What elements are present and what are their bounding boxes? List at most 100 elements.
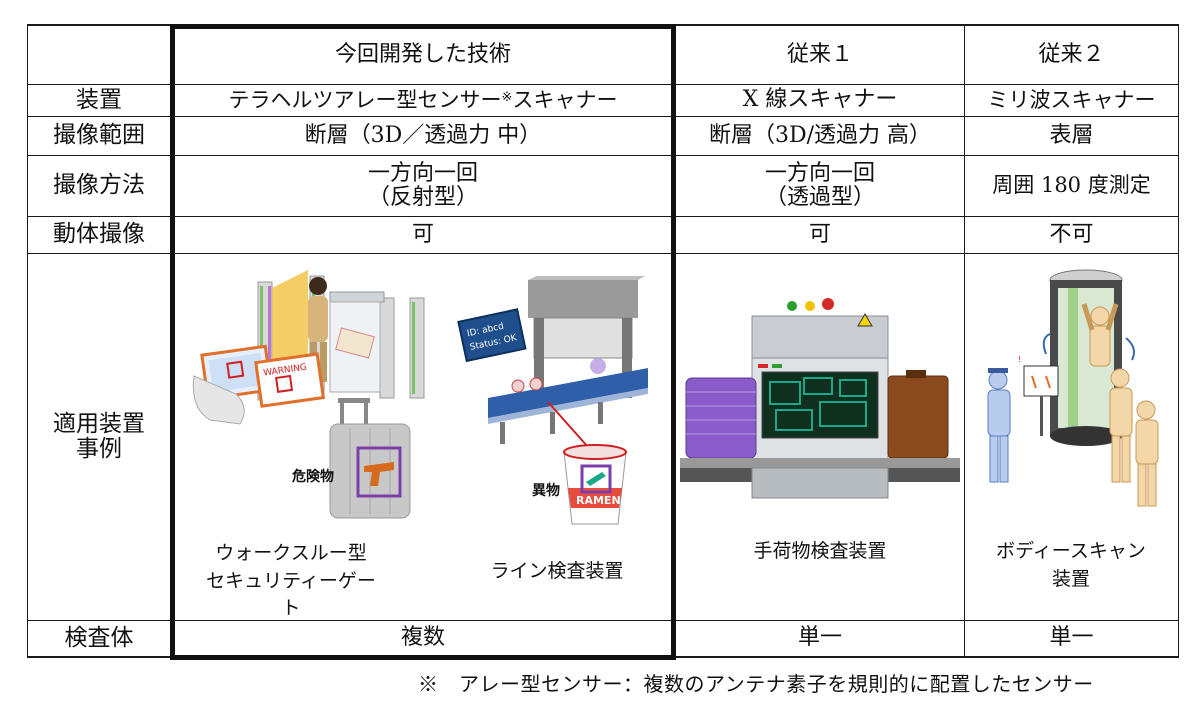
row-divider [27, 620, 1179, 621]
new-tech-highlight-frame [170, 24, 676, 660]
rotation-arrow [1125, 337, 1135, 361]
person-head [309, 277, 327, 295]
scan-image [335, 327, 375, 359]
gate-panel [379, 297, 395, 399]
rotation-arrow [1042, 333, 1051, 355]
cell-method-conv-1: 一方向一回 （透過型） [676, 156, 964, 216]
conveyor-belt [488, 368, 648, 418]
row-divider [27, 116, 1179, 117]
person-leg [320, 342, 327, 382]
body-scanner-illustration: ! [987, 269, 1159, 507]
line-inspection-illustration: ID: abcd Status: OK RAMEN [457, 276, 648, 525]
svg-text:!: ! [1018, 355, 1021, 364]
row-label-imaging-method: 撮像方法 [53, 172, 145, 199]
gate-sensor-strip [412, 302, 415, 394]
caption-walk-through-line1: ウォークスルー型 [215, 542, 367, 564]
cup-text: RAMEN [576, 494, 621, 507]
walk-through-gate-illustration: WARNING [192, 270, 425, 519]
row-label-device: 装置 [76, 86, 122, 113]
monitor-warning: WARNING [254, 352, 326, 408]
cell-device-conv-2: ミリ波スキャナー [987, 87, 1156, 112]
row-divider [27, 253, 1179, 254]
indicator-light [787, 301, 797, 311]
cell-range-conv-1: 断層（3D/透過力 高） [708, 122, 932, 148]
guard-head [988, 370, 1008, 390]
warning-triangle-icon [857, 313, 873, 327]
col-divider [1178, 24, 1179, 658]
cell-device-new-tech: テラヘルツアレー型センサー※スキャナー [175, 85, 671, 116]
application-label-line2: 事例 [76, 436, 122, 462]
application-label-line1: 適用装置 [53, 410, 145, 437]
footnote-mark: ※ [501, 90, 513, 106]
col-divider [27, 24, 28, 658]
operator-desk [192, 375, 245, 425]
cell-method-conv-2: 周囲 180 度測定 [992, 173, 1151, 198]
cell-range-conv-2: 表層 [1049, 122, 1094, 148]
pose-sign [1023, 365, 1059, 397]
cell-moving-conv-2: 不可 [1049, 221, 1094, 247]
caption-baggage-scanner: 手荷物検査装置 [753, 540, 887, 562]
caption-line-inspection: ライン検査装置 [490, 560, 624, 582]
cell-inspected-new-tech: 複数 [400, 624, 445, 650]
waiting-person-head [1110, 368, 1130, 388]
gate-top [329, 291, 385, 303]
footnote: ※ アレー型センサー：複数のアンテナ素子を規則的に配置したセンサー [418, 672, 1094, 696]
xray-baggage-scanner-illustration [680, 298, 960, 499]
method-new-tech-line1: 一方向一回 [367, 160, 478, 186]
detection-box [580, 464, 612, 494]
cell-moving-conv-1: 可 [808, 221, 831, 247]
caption-walk-through-line2: セキュリティーゲート [206, 569, 376, 620]
suitcase-handle [364, 400, 368, 426]
method-conv-1-line2: （透過型） [764, 185, 875, 210]
row-divider [27, 84, 1179, 85]
row-label-imaging-range: 撮像範囲 [53, 122, 145, 149]
danger-label: 危険物 [292, 469, 334, 485]
row-label-moving-object: 動体撮像 [53, 221, 145, 248]
header-conventional-1: 従来１ [786, 41, 853, 67]
waiting-person-body [1109, 387, 1133, 437]
gate-sensor-strip [268, 286, 271, 396]
header-conventional-2: 従来２ [1038, 41, 1105, 67]
gun-icon [364, 462, 394, 486]
detection-box [356, 446, 402, 498]
caption-body-scanner-line2: 装置 [1051, 567, 1090, 590]
device-new-tech-suffix: スキャナー [512, 87, 618, 112]
suitcase-handle [340, 400, 344, 426]
suitcase-brown [887, 375, 949, 459]
device-new-tech-prefix: テラヘルツアレー型センサー [228, 87, 502, 112]
inspection-chamber [533, 317, 633, 359]
cup-on-belt [511, 379, 525, 393]
row-label-application: 適用装置 事例 [28, 254, 170, 620]
conveyor [680, 458, 960, 468]
caption-walk-through: ウォークスルー型 セキュリティーゲート [206, 540, 376, 623]
row-divider [27, 216, 1179, 217]
indicator-light [805, 301, 815, 311]
conveyor-leg [500, 422, 505, 444]
status-sign: ID: abcd Status: OK [457, 308, 527, 363]
cell-moving-new-tech: 可 [411, 221, 434, 247]
person-head [1090, 306, 1110, 326]
row-label-inspected-objects: 検査体 [64, 624, 134, 651]
guard-body [987, 389, 1011, 437]
row-divider [27, 155, 1179, 156]
method-new-tech-line2: （反射型） [367, 185, 478, 210]
waiting-person-head [1136, 400, 1156, 420]
cell-inspected-conv-1: 単一 [797, 625, 842, 651]
foreign-object-label: 異物 [532, 483, 560, 499]
cup-on-belt [529, 377, 543, 391]
caption-body-scanner-line1: ボディースキャン [996, 540, 1146, 562]
suitcase-handle-top [338, 398, 370, 403]
cell-inspected-conv-2: 単一 [1049, 625, 1094, 651]
method-conv-1-line1: 一方向一回 [764, 160, 875, 186]
col-divider [964, 24, 965, 658]
waiting-person-body [1135, 419, 1159, 465]
conveyor-leg [598, 402, 603, 424]
cell-method-new-tech: 一方向一回 （反射型） [175, 156, 671, 216]
guard-cap [988, 368, 1008, 373]
indicator-light [822, 298, 834, 310]
inspection-head-top [528, 280, 638, 318]
gate-sensor-strip [260, 286, 263, 396]
cell-range-new-tech: 断層（3D／透過力 中） [304, 122, 542, 148]
conveyor-leg [550, 412, 555, 434]
